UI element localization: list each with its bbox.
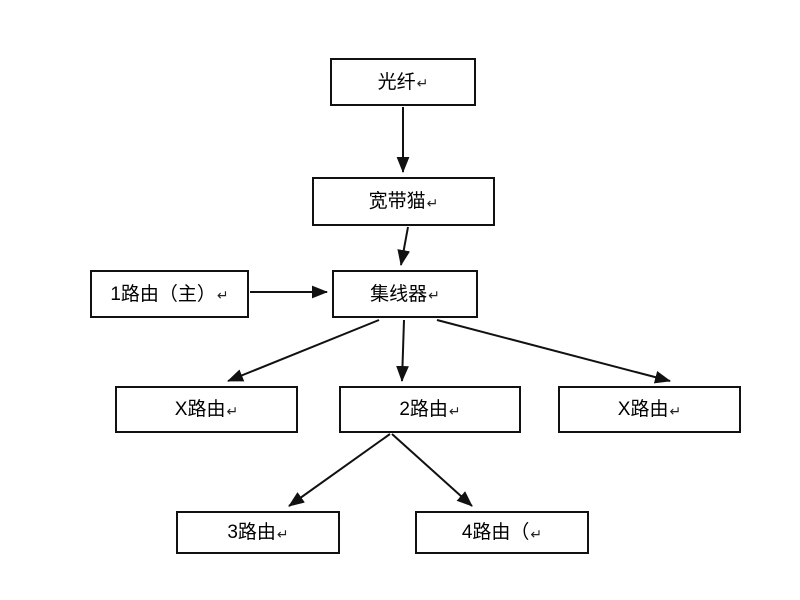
paragraph-mark-icon: ↵: [416, 75, 429, 91]
paragraph-mark-icon: ↵: [276, 525, 289, 542]
paragraph-mark-icon: ↵: [226, 402, 239, 419]
node-router-1-main[interactable]: 1路由（主）↵: [90, 270, 249, 318]
paragraph-mark-icon: ↵: [530, 525, 543, 542]
node-router-x-left-label: X路由: [174, 399, 226, 420]
node-router-x-right-label: X路由: [617, 399, 669, 420]
node-broadband-modem[interactable]: 宽带猫↵: [312, 177, 495, 226]
node-router-2[interactable]: 2路由↵: [339, 386, 521, 433]
edge-hub-to-routerx-left: [227, 319, 380, 382]
edge-hub-to-router2: [396, 319, 409, 382]
edge-hub-to-routerx-right: [436, 319, 671, 384]
edge-router2-to-router4: [391, 433, 473, 507]
edge-router2-to-router3: [288, 433, 391, 507]
node-router-1-main-label: 1路由（主）: [110, 283, 216, 305]
node-fiber-label: 光纤: [377, 71, 416, 93]
node-router-4[interactable]: 4路由（↵: [415, 511, 589, 554]
node-hub-label: 集线器: [370, 283, 428, 305]
node-broadband-modem-label: 宽带猫: [368, 191, 426, 212]
node-router-x-right[interactable]: X路由↵: [558, 386, 741, 433]
paragraph-mark-icon: ↵: [448, 402, 461, 419]
paragraph-mark-icon: ↵: [428, 287, 440, 303]
node-router-4-label: 4路由（: [461, 522, 530, 543]
paragraph-mark-icon: ↵: [216, 287, 229, 303]
node-router-3-label: 3路由: [227, 522, 276, 543]
paragraph-mark-icon: ↵: [669, 402, 682, 419]
paragraph-mark-icon: ↵: [426, 194, 439, 211]
edge-modem-to-hub: [397, 226, 411, 266]
node-fiber[interactable]: 光纤↵: [330, 58, 476, 106]
node-router-2-label: 2路由: [399, 399, 448, 420]
node-router-x-left[interactable]: X路由↵: [115, 386, 298, 433]
node-router-3[interactable]: 3路由↵: [176, 511, 340, 554]
node-hub[interactable]: 集线器↵: [332, 270, 478, 318]
